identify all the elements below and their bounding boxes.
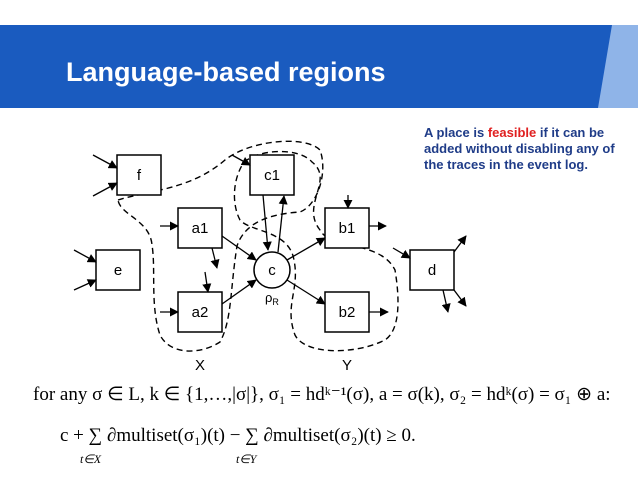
place-c-label: c: [268, 262, 276, 279]
arc-c-c1: [277, 195, 288, 253]
arc-out-a1: [210, 247, 220, 269]
transition-b2-label: b2: [339, 304, 356, 321]
transition-a1-label: a1: [192, 220, 209, 237]
arc-c-b2: [286, 279, 326, 305]
arc-out-d3: [441, 289, 451, 313]
slide-title: Language-based regions: [66, 57, 386, 87]
transition-e-label: e: [114, 262, 122, 279]
arc-out-d2: [453, 289, 467, 307]
transition-b2: b2: [324, 291, 370, 333]
header-background: [0, 25, 638, 108]
header-band: [0, 25, 638, 108]
arc-in-f2: [92, 182, 118, 197]
note-prefix: A place is: [424, 125, 488, 140]
note-suffix: if it can be added without disabling any…: [424, 125, 615, 172]
region-x-label: X: [195, 357, 205, 374]
transition-c1: c1: [249, 154, 295, 196]
transition-d: d: [409, 249, 455, 291]
transition-c1-label: c1: [264, 167, 280, 184]
arc-in-a2: [202, 271, 212, 293]
sum2-subscript: t∈Y: [236, 452, 257, 466]
region-x-boundary: [117, 140, 324, 352]
arc-in-e2: [73, 279, 97, 291]
header-accent: [598, 25, 638, 108]
arc-out-d1: [453, 235, 467, 253]
transition-d-label: d: [428, 262, 436, 279]
petri-net-diagram: f c1 a1 b1 e d a2 b2 c ρR: [73, 140, 467, 374]
transition-f: f: [116, 154, 162, 196]
transition-b1-label: b1: [339, 220, 356, 237]
feasibility-note: A place is feasible if it can be added w…: [424, 125, 624, 173]
formula-line-2: c + ∑ ∂multiset(σ₁)(t) − ∑ ∂multiset(σ₂)…: [60, 425, 416, 446]
arc-in-e1: [73, 249, 97, 263]
transition-a2: a2: [177, 291, 223, 333]
arc-in-f1: [92, 154, 118, 169]
arc-in-d: [392, 247, 411, 259]
arc-in-c1: [231, 154, 251, 166]
arcs: [73, 154, 467, 317]
note-highlight: feasible: [487, 125, 537, 140]
arc-c-b1: [286, 237, 326, 261]
region-y-label: Y: [342, 357, 352, 374]
sum1-subscript: t∈X: [80, 452, 102, 466]
arc-a1-c: [221, 235, 257, 261]
place-c: c: [253, 251, 291, 289]
arc-a2-c: [221, 279, 257, 305]
place-name-label: ρR: [265, 290, 279, 307]
transition-f-label: f: [137, 167, 142, 184]
arc-c1-c: [262, 194, 272, 251]
transition-b1: b1: [324, 207, 370, 249]
transition-a2-label: a2: [192, 304, 209, 321]
header-banner: Language-based regions: [0, 0, 638, 108]
transition-a1: a1: [177, 207, 223, 249]
formula-line-1: for any σ ∈ L, k ∈ {1,…,|σ|}, σ₁ = hdᵏ⁻¹…: [33, 384, 611, 405]
transition-e: e: [95, 249, 141, 291]
